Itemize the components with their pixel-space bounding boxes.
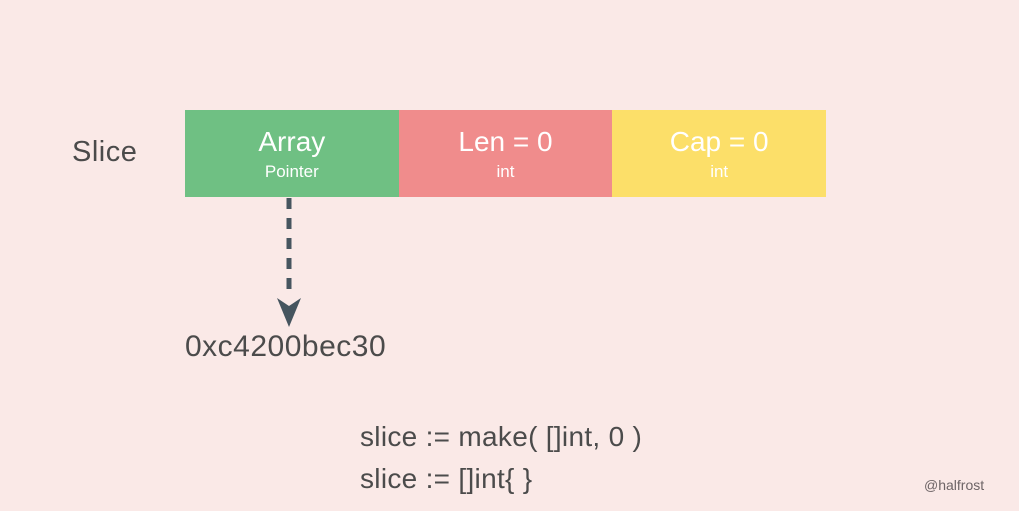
array-cell-subtitle: Pointer: [264, 161, 319, 181]
dashed-down-arrow-icon: [277, 198, 301, 327]
len-cell: Len = 0 int: [398, 110, 613, 197]
cap-cell-subtitle: int: [710, 161, 729, 181]
cap-cell: Cap = 0 int: [612, 110, 827, 197]
bottom-edge: [0, 511, 1019, 516]
watermark: @halfrost: [924, 477, 985, 493]
pointer-address-value: 0xc4200bec30: [185, 330, 387, 363]
code-line-make: slice := make( []int, 0 ): [360, 421, 643, 452]
array-pointer-cell: Array Pointer: [185, 110, 399, 197]
slice-label: Slice: [72, 136, 138, 168]
code-block: slice := make( []int, 0 ) slice := []int…: [360, 416, 642, 500]
len-cell-subtitle: int: [496, 161, 515, 181]
array-cell-title: Array: [258, 125, 326, 157]
slice-struct-row: Array Pointer Len = 0 int Cap = 0 int: [185, 110, 827, 197]
code-line-literal: slice := []int{ }: [360, 463, 533, 494]
cap-cell-title: Cap = 0: [669, 125, 769, 157]
len-cell-title: Len = 0: [458, 125, 553, 157]
